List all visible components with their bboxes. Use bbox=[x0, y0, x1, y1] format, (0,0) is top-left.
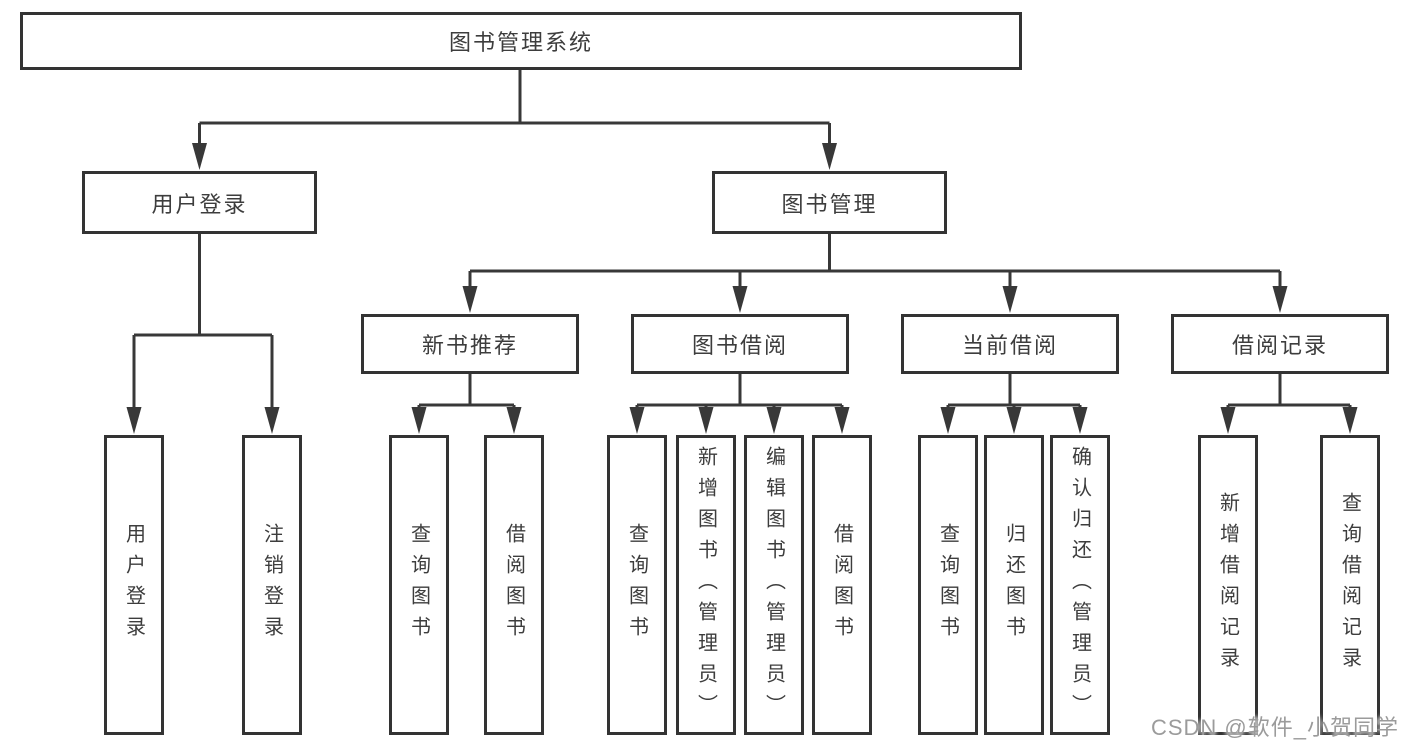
connector-userlogin-to-leaves bbox=[132, 234, 274, 416]
arrowhead-icon bbox=[264, 407, 280, 434]
node-current-borrow: 当前借阅 bbox=[901, 314, 1119, 374]
csdn-watermark: CSDN @软件_小贺同学 bbox=[1150, 715, 1399, 740]
node-new-book-recommend: 新书推荐 bbox=[361, 314, 579, 374]
leaf-return-books: 归还图书 bbox=[984, 435, 1044, 735]
node-user-login: 用户登录 bbox=[82, 171, 317, 234]
leaf-label: 查询图书 bbox=[407, 523, 430, 647]
leaf-add-borrow-record: 新增借阅记录 bbox=[1198, 435, 1258, 735]
node-library-system: 图书管理系统 bbox=[20, 12, 1022, 70]
leaf-label: 查询图书 bbox=[936, 523, 959, 647]
leaf-query-borrow-record: 查询借阅记录 bbox=[1320, 435, 1380, 735]
leaf-label: 新增借阅记录 bbox=[1216, 492, 1239, 678]
arrowhead-icon bbox=[1072, 407, 1088, 434]
arrowhead-icon bbox=[126, 407, 142, 434]
arrowhead-icon bbox=[192, 143, 207, 170]
leaf-label: 用户登录 bbox=[122, 523, 145, 647]
node-borrow-records: 借阅记录 bbox=[1171, 314, 1389, 374]
arrowhead-icon bbox=[1220, 407, 1236, 434]
arrowhead-icon bbox=[1002, 286, 1018, 313]
node-label: 新书推荐 bbox=[421, 333, 518, 358]
node-label: 图书管理系统 bbox=[448, 30, 593, 55]
arrowhead-icon bbox=[1272, 286, 1288, 313]
node-book-management: 图书管理 bbox=[712, 171, 947, 234]
leaf-borrow-books-recommend: 借阅图书 bbox=[484, 435, 544, 735]
arrowhead-icon bbox=[698, 407, 714, 434]
leaf-label: 归还图书 bbox=[1002, 523, 1025, 647]
arrowhead-icon bbox=[834, 407, 850, 434]
leaf-label: 注销登录 bbox=[260, 523, 283, 647]
connector-records-to-leaves bbox=[1226, 374, 1352, 416]
node-label: 用户登录 bbox=[151, 191, 248, 217]
connector-bookmgmt-to-level3 bbox=[468, 234, 1282, 296]
leaf-add-books-admin: 新增图书（管理员） bbox=[676, 435, 736, 735]
leaf-query-books-current: 查询图书 bbox=[918, 435, 978, 735]
node-label: 当前借阅 bbox=[961, 333, 1058, 358]
leaf-label: 新增图书（管理员） bbox=[694, 445, 717, 725]
leaf-label: 编辑图书（管理员） bbox=[762, 445, 785, 725]
leaf-label: 查询图书 bbox=[625, 523, 648, 647]
leaf-edit-books-admin: 编辑图书（管理员） bbox=[744, 435, 804, 735]
arrowhead-icon bbox=[732, 286, 748, 313]
arrowhead-icon bbox=[411, 407, 427, 434]
arrowhead-icon bbox=[940, 407, 956, 434]
connector-root-to-level2 bbox=[198, 70, 831, 152]
leaf-label: 确认归还（管理员） bbox=[1068, 445, 1091, 725]
leaf-user-login: 用户登录 bbox=[104, 435, 164, 735]
arrowhead-icon bbox=[822, 143, 837, 170]
node-label: 图书管理 bbox=[781, 191, 878, 217]
connector-borrow-to-leaves bbox=[635, 374, 844, 416]
leaf-logout-login: 注销登录 bbox=[242, 435, 302, 735]
node-label: 图书借阅 bbox=[691, 333, 788, 358]
arrowhead-icon bbox=[462, 286, 478, 313]
leaf-borrow-books: 借阅图书 bbox=[812, 435, 872, 735]
leaf-confirm-return-admin: 确认归还（管理员） bbox=[1050, 435, 1110, 735]
leaf-label: 查询借阅记录 bbox=[1338, 492, 1361, 678]
node-book-borrow: 图书借阅 bbox=[631, 314, 849, 374]
leaf-query-books-recommend: 查询图书 bbox=[389, 435, 449, 735]
leaf-label: 借阅图书 bbox=[830, 523, 853, 647]
arrowhead-icon bbox=[629, 407, 645, 434]
leaf-label: 借阅图书 bbox=[502, 523, 525, 647]
arrowhead-icon bbox=[1342, 407, 1358, 434]
leaf-query-books-borrow: 查询图书 bbox=[607, 435, 667, 735]
arrowhead-icon bbox=[766, 407, 782, 434]
arrowhead-icon bbox=[506, 407, 522, 434]
node-label: 借阅记录 bbox=[1231, 333, 1328, 358]
arrowhead-icon bbox=[1006, 407, 1022, 434]
connector-recommend-to-leaves bbox=[417, 374, 516, 416]
